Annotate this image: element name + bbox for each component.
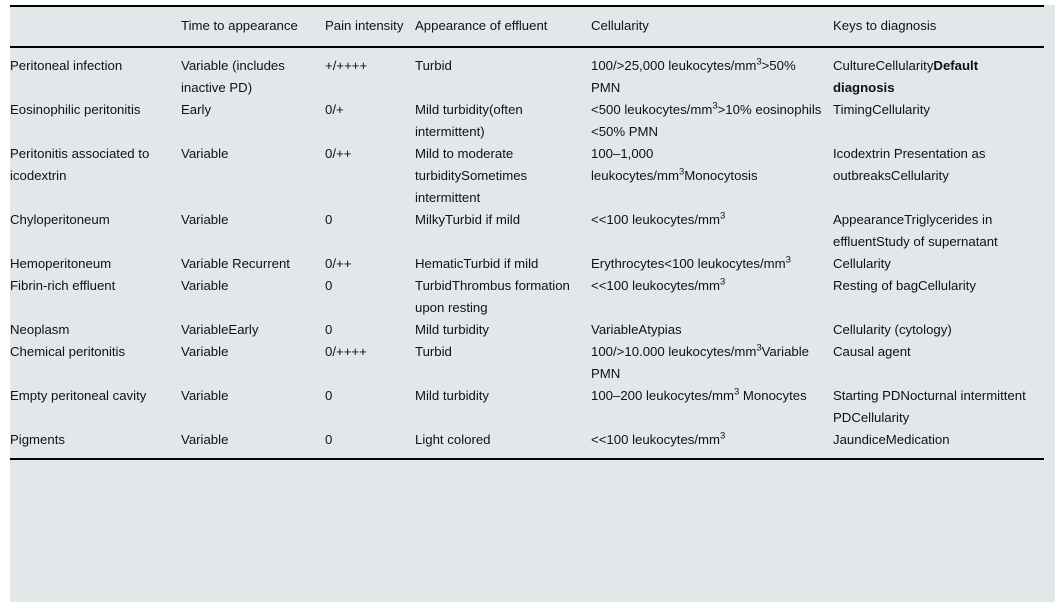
cell-appearance-of-effluent: MilkyTurbid if mild: [415, 212, 521, 227]
table-row: Hemoperitoneum Variable Recurrent 0/++ Hema…: [10, 253, 1044, 275]
cell-time-to-appearance: Variable (includes inactive PD): [181, 58, 285, 95]
column-header-appearance-of-effluent: Appearance of effluent: [415, 5, 591, 48]
table-row: Empty peritoneal cavity Variable 0 Mild tur…: [10, 385, 1044, 429]
column-header-pain-intensity: Pain intensity: [325, 5, 415, 48]
superscript-exponent: 3: [720, 276, 726, 288]
cell-appearance-of-effluent: Turbid: [415, 344, 452, 359]
cell-condition: Chemical peritonitis: [10, 344, 126, 359]
cell-keys-to-diagnosis: JaundiceMedication: [833, 432, 950, 447]
cell-appearance-of-effluent: TurbidThrombus formation upon resting: [415, 278, 570, 315]
cell-keys-to-diagnosis: Starting PDNocturnal intermittent PDCell…: [833, 388, 1026, 425]
table-row: Chemical peritonitis Variable 0/++++ Turbid…: [10, 341, 1044, 385]
cell-appearance-of-effluent: Mild turbidity: [415, 388, 490, 403]
table-row: Eosinophilic peritonitis Early 0/+ Mild tur…: [10, 99, 1044, 143]
superscript-exponent: 3: [733, 386, 740, 398]
cell-keys-to-diagnosis: Cellularity (cytology): [833, 322, 952, 337]
cell-pain-intensity: +/++++: [325, 58, 368, 73]
cell-time-to-appearance: Early: [181, 102, 212, 117]
clinical-findings-table: Time to appearance Pain intensity Appear…: [10, 5, 1044, 460]
cell-pain-intensity: 0/++: [325, 146, 352, 161]
cell-cellularity: <<100 leukocytes/mm3: [591, 210, 726, 227]
cell-condition: Eosinophilic peritonitis: [10, 102, 141, 117]
cell-pain-intensity: 0: [325, 212, 333, 227]
header-row: Time to appearance Pain intensity Appear…: [10, 5, 1044, 48]
cell-pain-intensity: 0/++++: [325, 344, 367, 359]
superscript-exponent: 3: [756, 56, 762, 68]
cell-condition: Chyloperitoneum: [10, 212, 110, 227]
cell-cellularity: VariableAtypias: [591, 322, 682, 337]
cell-pain-intensity: 0: [325, 432, 333, 447]
cell-appearance-of-effluent: HematicTurbid if mild: [415, 256, 539, 271]
cell-pain-intensity: 0/+: [325, 102, 344, 117]
cell-keys-to-diagnosis: AppearanceTriglycerides in effluentStudy…: [833, 212, 998, 249]
cell-cellularity: 100/>25,000 leukocytes/mm3>50% PMN: [591, 56, 796, 95]
superscript-exponent: 3: [720, 430, 726, 442]
cell-cellularity: <<100 leukocytes/mm3: [591, 430, 726, 447]
table-body: Peritoneal infection Variable (includes i…: [10, 47, 1044, 459]
column-header-keys-to-diagnosis: Keys to diagnosis: [833, 5, 1044, 48]
cell-keys-to-diagnosis: Resting of bagCellularity: [833, 278, 976, 293]
cell-condition: Pigments: [10, 432, 65, 447]
cell-time-to-appearance: Variable: [181, 212, 229, 227]
cell-cellularity: Erythrocytes<100 leukocytes/mm3: [591, 254, 791, 271]
cell-condition: Neoplasm: [10, 322, 70, 337]
cell-condition: Empty peritoneal cavity: [10, 388, 147, 403]
cell-pain-intensity: 0: [325, 322, 333, 337]
cell-pain-intensity: 0: [325, 388, 333, 403]
cell-condition: Peritonitis associated to icodextrin: [10, 146, 150, 183]
superscript-exponent: 3: [756, 342, 762, 354]
cell-cellularity: 100/>10.000 leukocytes/mm3Variable PMN: [591, 342, 810, 381]
table-row: Neoplasm VariableEarly 0 Mild turbidity Vari…: [10, 319, 1044, 341]
cell-appearance-of-effluent: Mild turbidity(often intermittent): [415, 102, 523, 139]
cell-pain-intensity: 0: [325, 278, 333, 293]
cell-cellularity: <500 leukocytes/mm3>10% eosinophils <50%…: [591, 100, 822, 139]
cell-condition: Hemoperitoneum: [10, 256, 112, 271]
table-row: Fibrin-rich effluent Variable 0 TurbidThrom…: [10, 275, 1044, 319]
cell-time-to-appearance: Variable: [181, 278, 229, 293]
cell-time-to-appearance: Variable: [181, 146, 229, 161]
cell-pain-intensity: 0/++: [325, 256, 352, 271]
superscript-exponent: 3: [678, 166, 685, 178]
cell-cellularity: 100–1,000 leukocytes/mm3Monocytosis: [591, 146, 758, 183]
cell-appearance-of-effluent: Light colored: [415, 432, 491, 447]
cell-keys-to-diagnosis: Cellularity: [833, 256, 891, 271]
table-row: Peritoneal infection Variable (includes i…: [10, 47, 1044, 99]
cell-appearance-of-effluent: Turbid: [415, 58, 452, 73]
cell-time-to-appearance: VariableEarly: [181, 322, 259, 337]
superscript-exponent: 3: [785, 254, 791, 266]
table-header: Time to appearance Pain intensity Appear…: [10, 5, 1044, 48]
cell-appearance-of-effluent: Mild to moderate turbiditySometimes inte…: [415, 146, 528, 205]
column-header-time-to-appearance: Time to appearance: [181, 5, 325, 48]
cell-condition: Fibrin-rich effluent: [10, 278, 116, 293]
cell-keys-to-diagnosis: Icodextrin Presentation as outbreaksCell…: [833, 146, 986, 183]
cell-time-to-appearance: Variable Recurrent: [181, 256, 290, 271]
cell-appearance-of-effluent: Mild turbidity: [415, 322, 490, 337]
emphasized-key: Default diagnosis: [833, 58, 979, 95]
cell-keys-to-diagnosis: TimingCellularity: [833, 102, 930, 117]
superscript-exponent: 3: [712, 100, 718, 112]
column-header-cellularity: Cellularity: [591, 5, 833, 48]
superscript-exponent: 3: [720, 210, 726, 222]
table-background: Time to appearance Pain intensity Appear…: [10, 5, 1055, 602]
cell-time-to-appearance: Variable: [181, 432, 229, 447]
cell-time-to-appearance: Variable: [181, 344, 229, 359]
cell-keys-to-diagnosis: Causal agent: [833, 344, 911, 359]
table-row: Chyloperitoneum Variable 0 MilkyTurbid if m…: [10, 209, 1044, 253]
table-row: Pigments Variable 0 Light colored <<100 leuk…: [10, 429, 1044, 459]
column-header-condition: [10, 5, 181, 48]
cell-cellularity: <<100 leukocytes/mm3: [591, 276, 726, 293]
cell-cellularity: 100–200 leukocytes/mm3 Monocytes: [591, 386, 807, 403]
table-row: Peritonitis associated to icodextrin Vari…: [10, 143, 1044, 209]
cell-keys-to-diagnosis: CultureCellularityDefault diagnosis: [833, 58, 979, 95]
cell-condition: Peritoneal infection: [10, 58, 123, 73]
cell-time-to-appearance: Variable: [181, 388, 229, 403]
